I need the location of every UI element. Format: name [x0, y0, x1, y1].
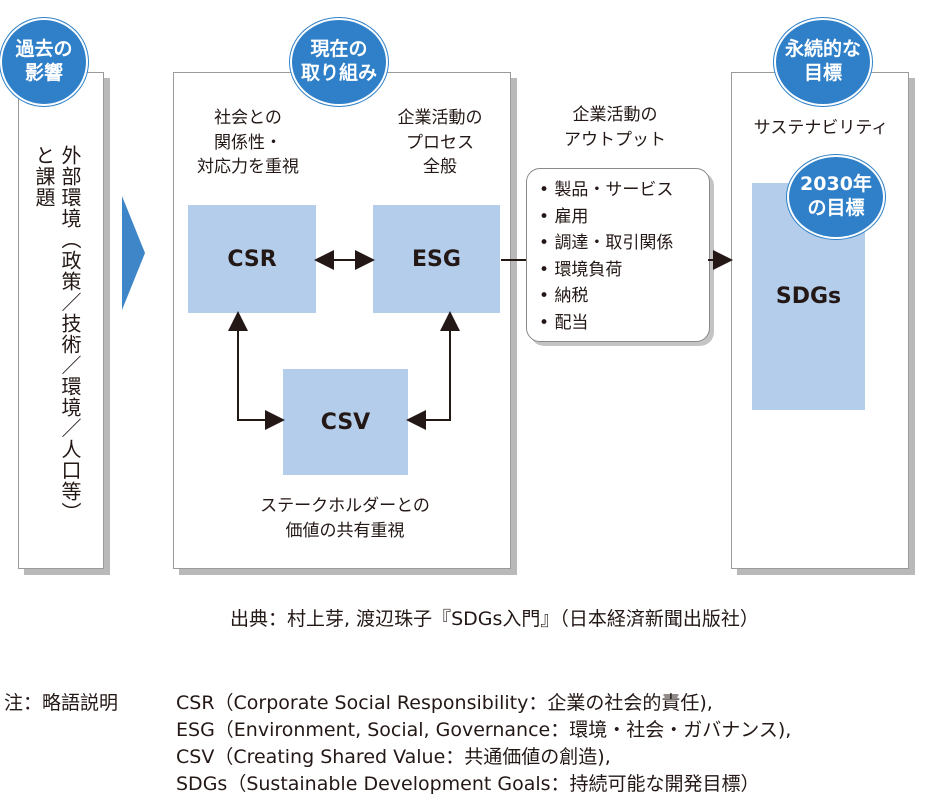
csv-caption: ステークホルダーとの 価値の共有重視 [260, 496, 430, 541]
past-vertical-text-sub: と課題 [32, 145, 56, 208]
note-line: CSV（Creating Shared Value：共通価値の創造), [176, 746, 611, 768]
notes-lines: CSR（Corporate Social Responsibility：企業の社… [176, 690, 791, 798]
target-2030-badge: 2030年 の目標 [787, 155, 885, 239]
output-list-box: • 製品・サービス • 雇用 • 調達・取引関係 • 環境負荷 • 納税 • 配… [526, 168, 710, 342]
list-item: • 環境負荷 [539, 259, 623, 280]
notes-prefix: 注：略語説明 [4, 692, 119, 714]
esg-box: ESG [373, 205, 500, 313]
list-item: • 配当 [539, 312, 589, 333]
csv-box: CSV [283, 369, 408, 475]
past-badge: 過去の 影響 [0, 18, 88, 106]
chevron-right-icon [122, 196, 145, 310]
esg-csv-arrow [406, 311, 460, 430]
past-panel [18, 72, 104, 569]
past-vertical-text-main: 外部環境（政策／技術／環境／人口等） [58, 145, 82, 523]
csr-box: CSR [188, 205, 316, 313]
output-title: 企業活動の アウトプット [564, 105, 666, 150]
output-list: • 製品・サービス • 雇用 • 調達・取引関係 • 環境負荷 • 納税 • 配… [527, 169, 709, 336]
sustainability-caption: サステナビリティ [753, 118, 889, 138]
note-line: ESG（Environment, Social, Governance：環境・社… [176, 719, 792, 741]
list-item: • 製品・サービス [539, 180, 674, 200]
future-badge: 永続的な 目標 [774, 18, 872, 106]
note-line: SDGs（Sustainable Development Goals：持続可能な… [176, 773, 760, 795]
list-item: • 納税 [539, 286, 589, 306]
csr-caption: 社会との 関係性・ 対応力を重視 [197, 108, 299, 178]
esg-caption: 企業活動の プロセス 全般 [397, 108, 483, 178]
source-citation: 出典：村上芽, 渡辺珠子『SDGs入門』（日本経済新聞出版社） [230, 608, 759, 630]
list-item: • 調達・取引関係 [539, 233, 674, 253]
current-badge: 現在の 取り組み [290, 18, 388, 106]
list-item: • 雇用 [539, 206, 589, 227]
note-line: CSR（Corporate Social Responsibility：企業の社… [176, 692, 713, 714]
csr-csv-arrow [228, 311, 285, 430]
